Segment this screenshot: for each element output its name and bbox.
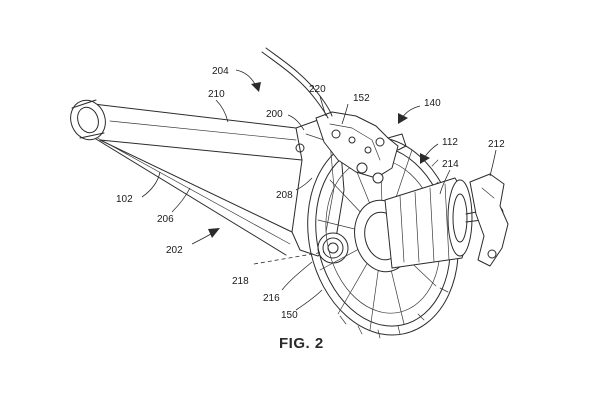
label-204: 204 [212,66,229,77]
arrow-204 [236,70,261,92]
label-214: 214 [442,159,459,170]
label-216: 216 [263,293,280,304]
arrow-112 [420,144,438,164]
label-150: 150 [281,310,298,321]
label-200: 200 [266,109,283,120]
label-208: 208 [276,190,293,201]
figure-title: FIG. 2 [279,335,324,352]
label-102: 102 [116,194,133,205]
label-152: 152 [353,93,370,104]
arrow-140 [398,106,420,124]
label-202: 202 [166,245,183,256]
label-220: 220 [309,84,326,95]
label-112: 112 [442,137,458,148]
label-212: 212 [488,139,505,150]
label-206: 206 [157,214,174,225]
label-210: 210 [208,89,225,100]
brake-line-drawing [262,48,332,118]
arrow-202 [192,228,220,244]
label-218: 218 [232,276,249,287]
label-140: 140 [424,98,441,109]
derailleur-hanger-drawing [470,174,508,266]
